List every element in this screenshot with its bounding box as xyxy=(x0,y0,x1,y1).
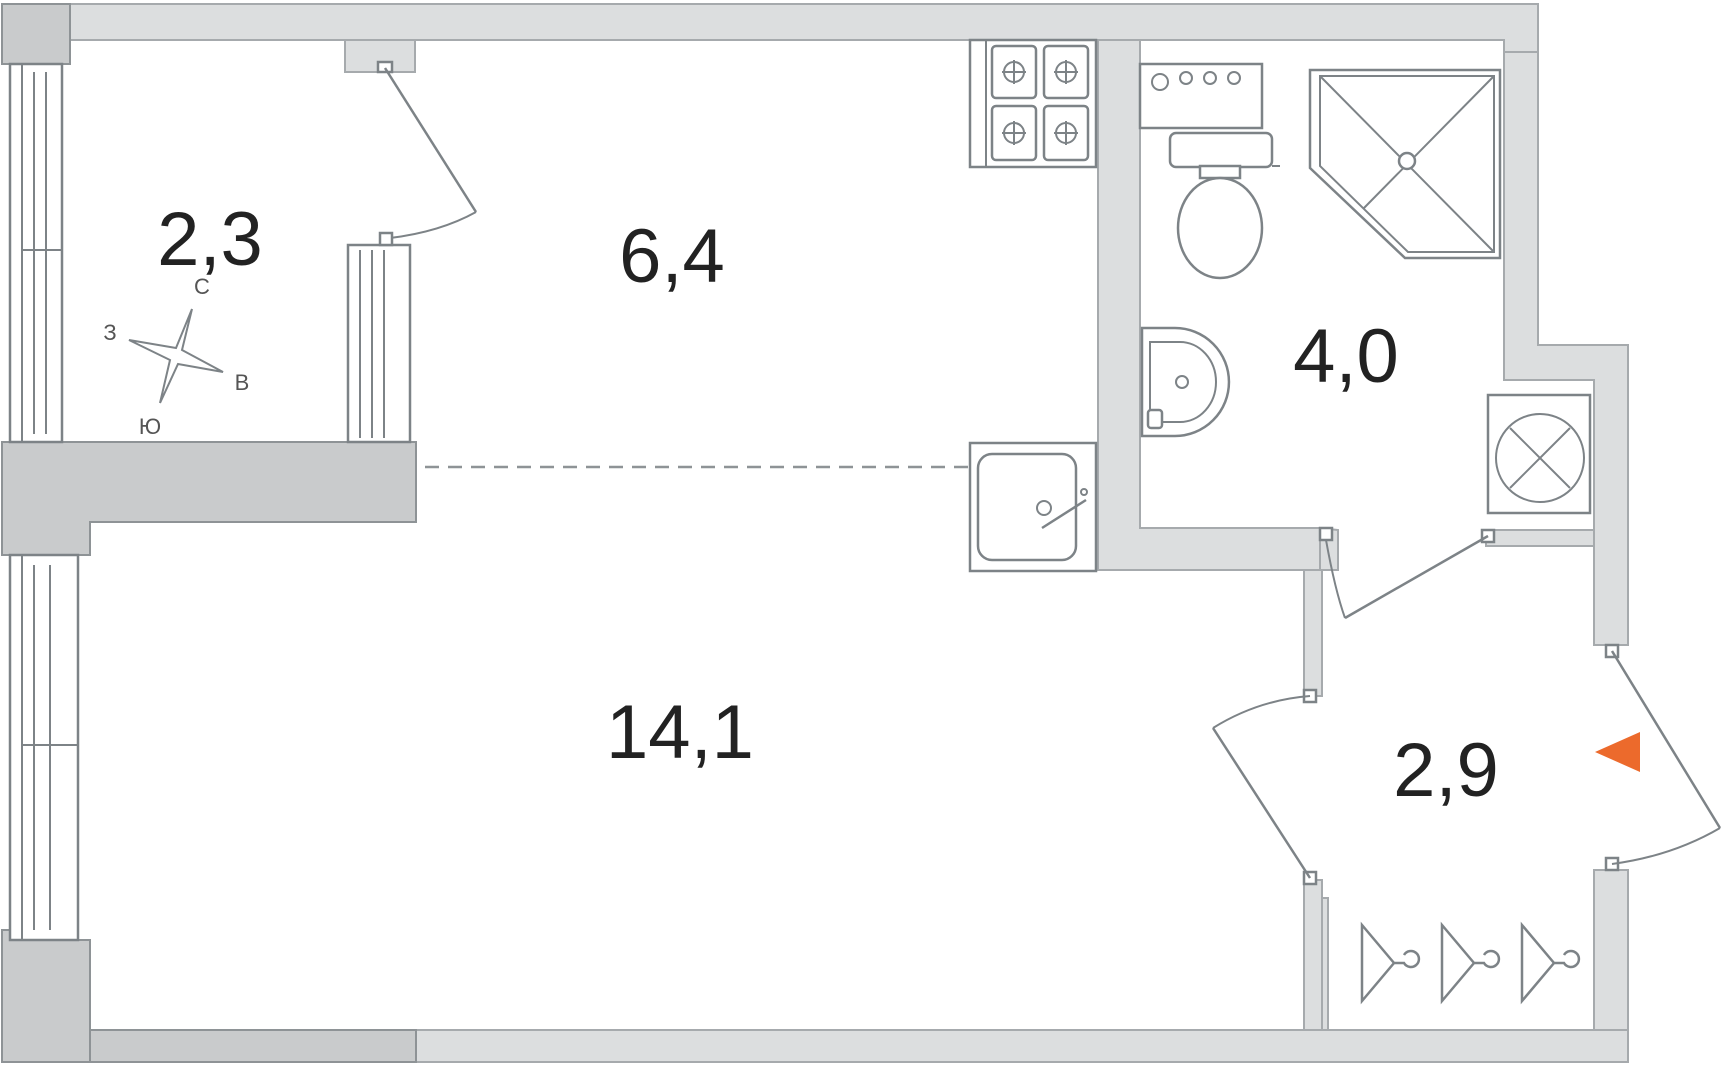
bathroom-door xyxy=(1318,526,1496,620)
toilet-icon xyxy=(1168,131,1280,280)
shower-icon xyxy=(1308,68,1502,260)
bottom-wall-dark xyxy=(89,1029,417,1063)
top-wall xyxy=(69,3,1539,53)
entrance-arrow-icon xyxy=(1595,732,1640,772)
compass-north: С xyxy=(194,274,210,299)
washing-machine-icon xyxy=(1138,62,1264,130)
corner-block-bottom-left xyxy=(1,929,91,1063)
windows xyxy=(8,62,412,942)
room-area-living: 14,1 xyxy=(606,690,754,775)
compass-west: З xyxy=(103,320,116,345)
wardrobe-wall xyxy=(1321,897,1329,1031)
room-area-balcony: 2,3 xyxy=(157,197,263,282)
room-area-kitchen: 6,4 xyxy=(619,214,725,299)
living-room-door xyxy=(1211,688,1318,886)
entrance-door xyxy=(1604,643,1722,872)
wardrobe xyxy=(1360,921,1581,1005)
hanger-icon xyxy=(1360,921,1421,1005)
balcony-door xyxy=(376,60,478,247)
compass-icon: С В Ю З xyxy=(103,274,249,439)
stove-icon xyxy=(968,38,1098,169)
corner-block-top-left xyxy=(1,3,71,65)
right-wall-upper xyxy=(1503,51,1629,646)
balcony-inner-window xyxy=(346,243,412,444)
hall-wall-lower xyxy=(1303,879,1323,1031)
hall-wall-upper xyxy=(1303,569,1323,697)
bottom-wall xyxy=(415,1029,1629,1063)
room-area-hall: 2,9 xyxy=(1393,728,1499,813)
washbasin-icon xyxy=(1140,326,1231,438)
kitchen-sink-icon xyxy=(968,441,1098,573)
compass-east: В xyxy=(235,370,250,395)
balcony-window xyxy=(8,62,64,444)
room-area-bathroom: 4,0 xyxy=(1293,314,1399,399)
bathroom-wall-bottom-right xyxy=(1485,529,1595,547)
walls xyxy=(1,3,1629,1063)
living-room-window xyxy=(8,553,80,942)
hanger-icon xyxy=(1440,921,1501,1005)
balcony-slab xyxy=(1,441,417,556)
ventilation-shaft-icon xyxy=(1486,393,1592,515)
hanger-icon xyxy=(1520,921,1581,1005)
compass-south: Ю xyxy=(139,414,161,439)
